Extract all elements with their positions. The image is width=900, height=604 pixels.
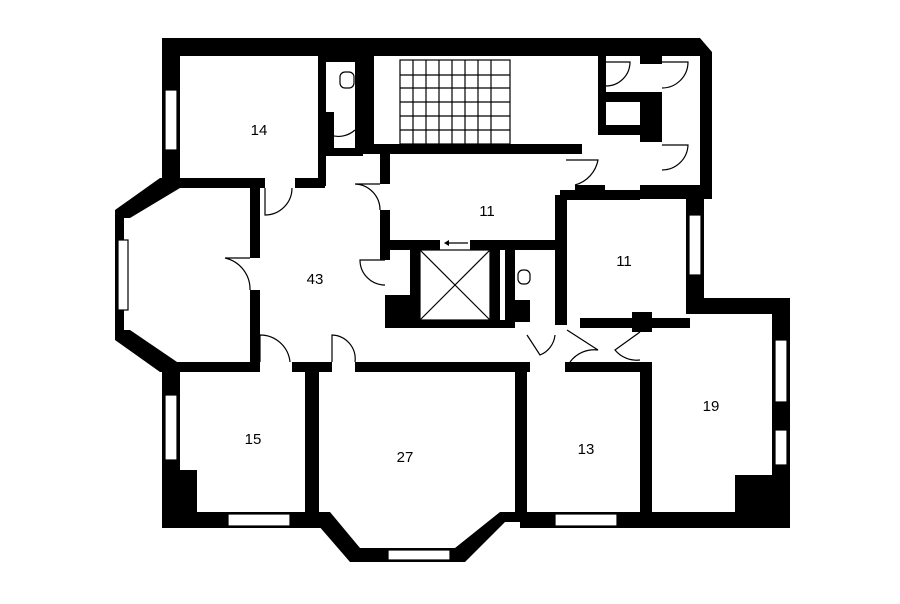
- room-area-label: 11: [616, 253, 632, 270]
- room-area-label: 19: [703, 398, 720, 415]
- room-area-label: 27: [397, 449, 414, 466]
- room-area-label: 43: [307, 271, 324, 288]
- exterior-walls: [115, 38, 790, 562]
- room-area-label: 11: [479, 203, 495, 220]
- room-area-label: 14: [251, 122, 268, 139]
- room-area-label: 15: [245, 431, 262, 448]
- staircase: [399, 59, 511, 145]
- interior-walls: [180, 56, 690, 522]
- doors: [224, 61, 689, 363]
- room-labels: 14 11 43 11 15 27 13 19: [245, 122, 720, 466]
- room-area-label: 13: [578, 441, 595, 458]
